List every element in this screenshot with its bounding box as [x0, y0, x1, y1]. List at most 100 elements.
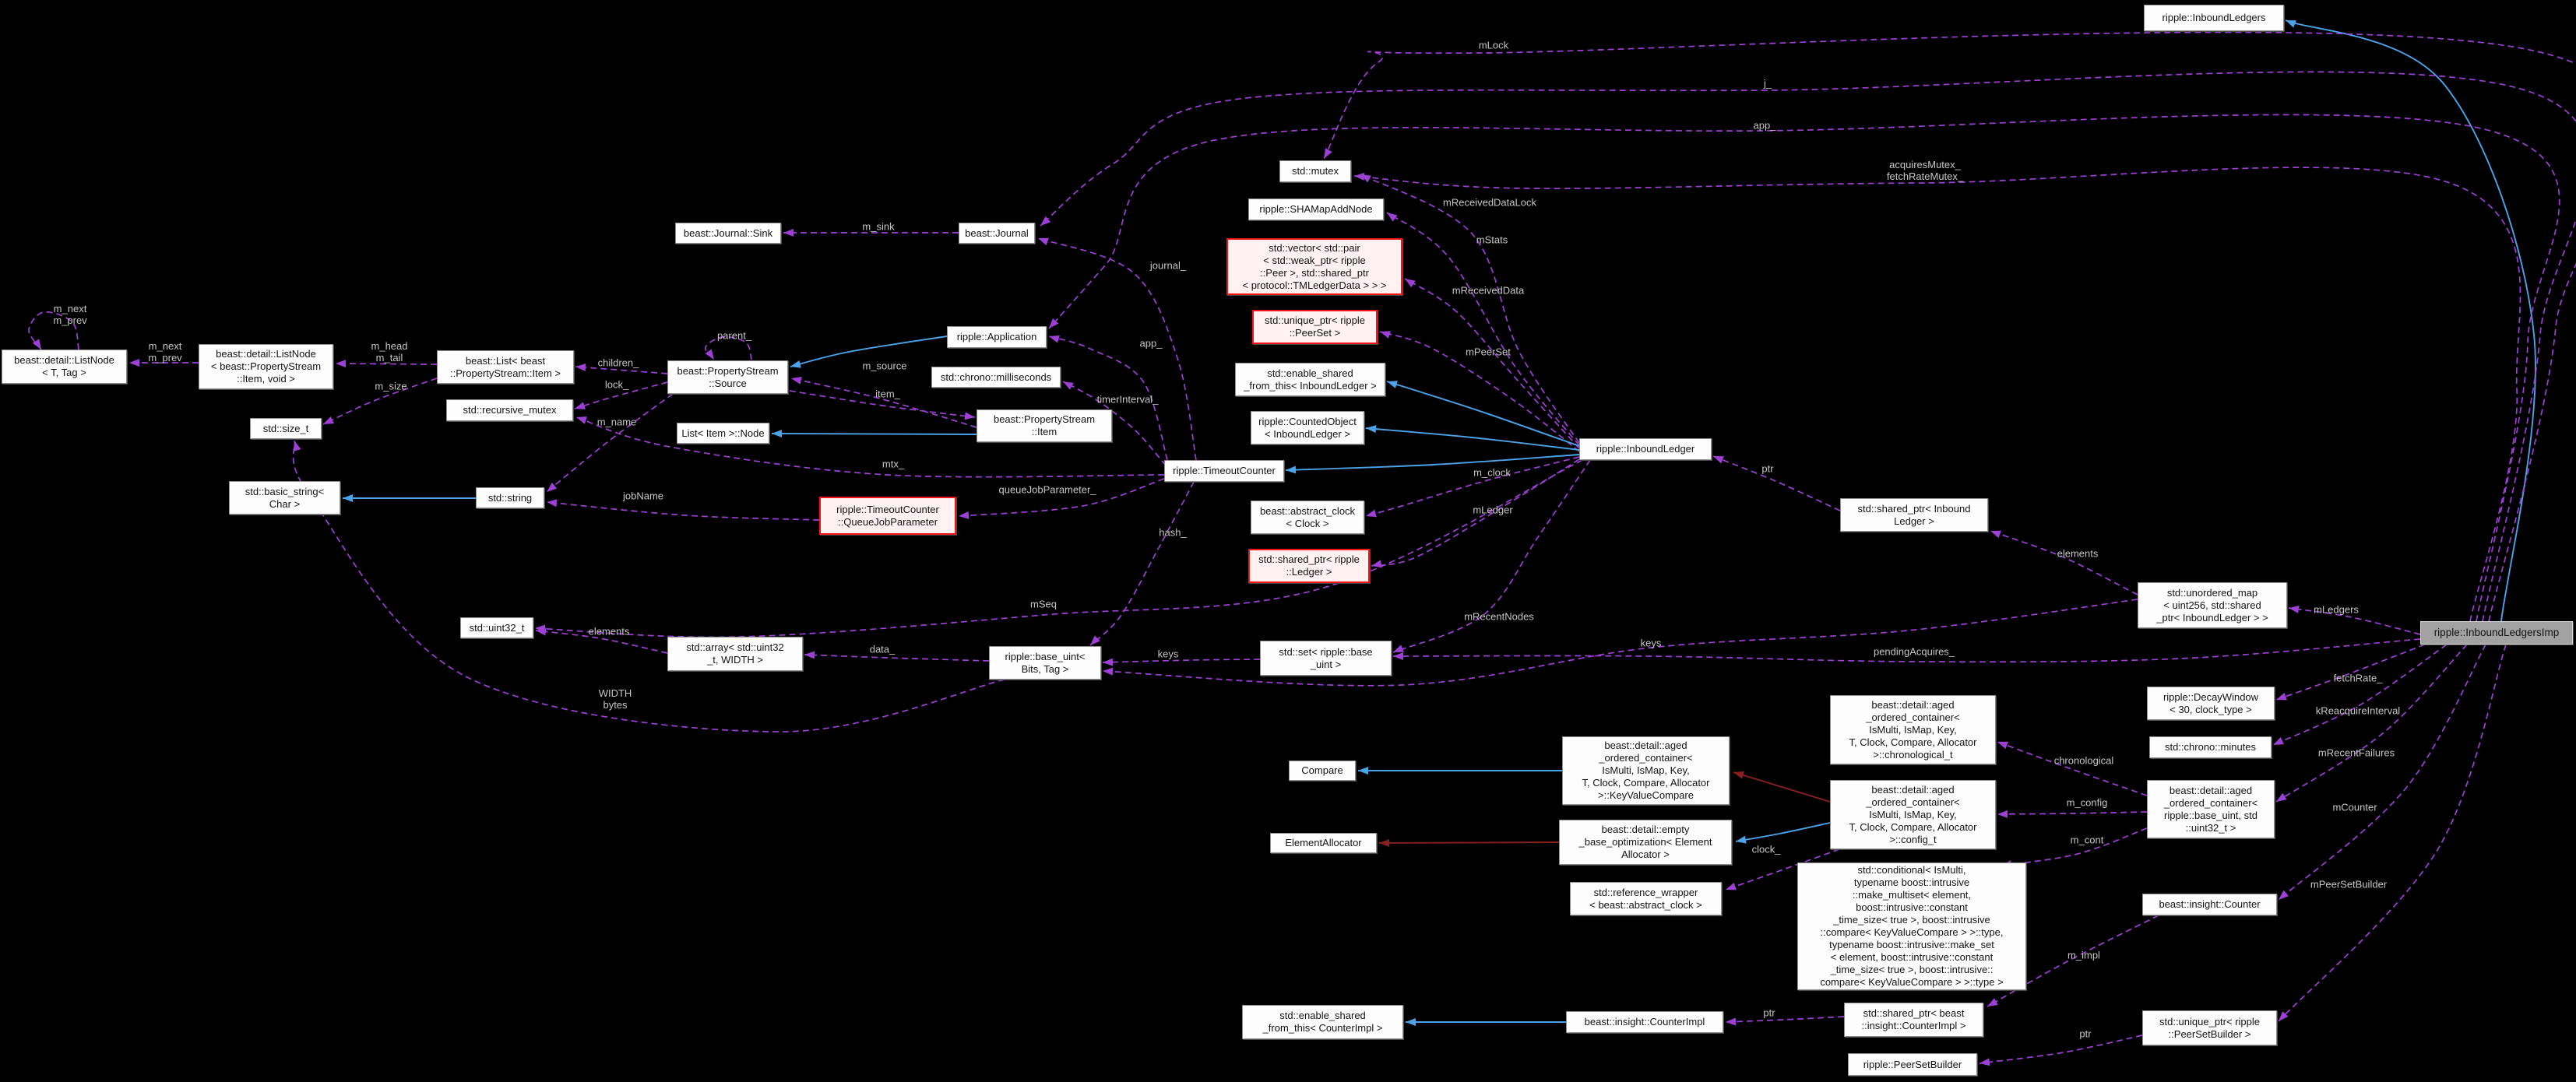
- class-node-string[interactable]: std::string: [476, 487, 544, 508]
- edge-arrowhead-keys-map: [1103, 667, 1114, 676]
- class-node-timeoutcounter-queuejobparameter[interactable]: ripple::TimeoutCounter ::QueueJobParamet…: [819, 497, 956, 535]
- edge-clock: [1725, 848, 1840, 891]
- class-node-decay-window[interactable]: ripple::DecayWindow < 30, clock_type >: [2147, 687, 2275, 720]
- class-node-inbound-ledger[interactable]: ripple::InboundLedger: [1579, 438, 1712, 460]
- class-node-timeout-counter[interactable]: ripple::TimeoutCounter: [1164, 460, 1284, 482]
- class-node-size-t[interactable]: std::size_t: [250, 418, 322, 439]
- class-node-uint32-t[interactable]: std::uint32_t: [460, 617, 533, 638]
- edge-mreceiveddata: [1404, 278, 1580, 449]
- class-node-recursive-mutex[interactable]: std::recursive_mutex: [446, 399, 573, 421]
- class-node-shared-ptr-counterimpl[interactable]: std::shared_ptr< beast ::insight::Counte…: [1844, 1003, 1983, 1037]
- edge-arrowhead-ebo-inherits-elementallocator: [1379, 838, 1390, 847]
- edge-label-jobname: jobName: [622, 490, 664, 502]
- edge-timerinterval: [1062, 381, 1167, 466]
- class-node-chrono-milliseconds[interactable]: std::chrono::milliseconds: [931, 367, 1061, 388]
- edge-label-m-next-m-prev: m_next m_prev: [148, 340, 182, 364]
- edge-label-m-impl: m_impl: [2067, 949, 2100, 961]
- class-node-basic-string-char[interactable]: std::basic_string< Char >: [229, 481, 340, 515]
- edge-arrowhead-acquiresmutex-fetchratemutex: [1354, 172, 1365, 181]
- edge-arrowhead-j: [1040, 216, 1051, 226]
- class-node-empty-base-optimization[interactable]: beast::detail::empty _base_optimization<…: [1559, 820, 1732, 865]
- edge-mpeersetbuilder: [2278, 644, 2507, 1022]
- edge-inboundledger-inherits-enableshared: [1386, 381, 1580, 447]
- edge-elements-map: [1990, 530, 2138, 595]
- class-node-enable-shared-from-this-inboundledger[interactable]: std::enable_shared _from_this< InboundLe…: [1235, 363, 1385, 396]
- class-node-journal[interactable]: beast::Journal: [959, 223, 1035, 244]
- class-node-propertystream-item[interactable]: beast::PropertyStream ::Item: [977, 409, 1112, 442]
- edge-arrowhead-keys-set: [1103, 658, 1114, 666]
- edge-chronological: [1997, 741, 2148, 796]
- edge-arrowhead-queuejobparameter: [959, 511, 970, 519]
- edge-label-kreacquireinterval: kReacquireInterval: [2315, 704, 2401, 717]
- edge-label-mpeersetbuilder: mPeerSetBuilder: [2310, 878, 2388, 891]
- class-node-shared-ptr-inboundledger[interactable]: std::shared_ptr< Inbound Ledger >: [1840, 498, 1988, 532]
- edge-label-m-cont: m_cont: [2070, 834, 2104, 846]
- edge-label-m-clock: m_clock: [1473, 466, 1511, 479]
- edge-arrowhead-m-head-m-tail: [336, 360, 347, 368]
- class-node-conditional[interactable]: std::conditional< IsMulti, typename boos…: [1797, 862, 2026, 990]
- edge-ptr-counterimpl: [1725, 1016, 1845, 1023]
- class-node-aged-chronological-t[interactable]: beast::detail::aged _ordered_container< …: [1830, 695, 1996, 764]
- edge-kreacquireinterval: [2272, 644, 2448, 746]
- edge-label-m-head-m-tail: m_head m_tail: [371, 340, 408, 364]
- edge-mreceiveddatalock: [1360, 174, 1580, 444]
- class-node-array-uint32[interactable]: std::array< std::uint32 _t, WIDTH >: [667, 637, 803, 671]
- edge-label-pendingacquires: pendingAcquires_: [1873, 645, 1955, 658]
- edge-arrowhead-application-inherits-source: [790, 360, 801, 368]
- class-node-shamapaddnode[interactable]: ripple::SHAMapAddNode: [1248, 198, 1384, 220]
- class-node-reference-wrapper[interactable]: std::reference_wrapper < beast::abstract…: [1570, 882, 1722, 915]
- edge-j: [1040, 71, 2576, 622]
- class-node-propertystream-source[interactable]: beast::PropertyStream ::Source: [667, 360, 788, 394]
- edge-acquiresmutex-fetchratemutex: [1353, 167, 2521, 622]
- class-node-list-item-node[interactable]: List< Item >::Node: [677, 423, 769, 444]
- class-node-set-base-uint[interactable]: std::set< ripple::base _uint >: [1260, 641, 1392, 676]
- class-node-enable-shared-from-this-counterimpl[interactable]: std::enable_shared _from_this< CounterIm…: [1242, 1005, 1403, 1039]
- edge-arrowhead-hash: [1090, 635, 1100, 645]
- edge-label-mtx: mtx_: [882, 458, 905, 470]
- class-node-insight-counterimpl[interactable]: beast::insight::CounterImpl: [1566, 1011, 1723, 1033]
- class-node-peerset-builder[interactable]: ripple::PeerSetBuilder: [1848, 1053, 1977, 1076]
- class-node-listnode-propertystream-item[interactable]: beast::detail::ListNode < beast::Propert…: [199, 344, 333, 389]
- class-node-compare[interactable]: Compare: [1289, 761, 1356, 781]
- class-node-aged-config-t[interactable]: beast::detail::aged _ordered_container< …: [1830, 780, 1996, 849]
- edge-children: [575, 366, 668, 374]
- edge-label-elements-map: elements: [2057, 547, 2099, 560]
- class-node-listnode-t-tag[interactable]: beast::detail::ListNode < T, Tag >: [2, 350, 127, 384]
- edge-arrowhead-inboundledger-inherits-countedobject: [1366, 425, 1377, 434]
- edge-arrowhead-inboundledger-inherits-timeoutcounter: [1286, 465, 1297, 474]
- class-node-mutex[interactable]: std::mutex: [1279, 160, 1351, 182]
- edge-label-journal: journal_: [1149, 259, 1187, 272]
- class-node-aged-ordered-container-base-uint[interactable]: beast::detail::aged _ordered_container< …: [2147, 780, 2275, 838]
- class-node-vector-pair-weakptr[interactable]: std::vector< std::pair < std::weak_ptr< …: [1226, 238, 1402, 295]
- edge-label-item: item_: [875, 388, 900, 400]
- edge-label-ptr-counterimpl: ptr: [1763, 1006, 1775, 1019]
- class-node-aged-keyvaluecompare[interactable]: beast::detail::aged _ordered_container< …: [1562, 736, 1730, 805]
- class-node-element-allocator[interactable]: ElementAllocator: [1270, 833, 1377, 853]
- class-node-unique-ptr-peerset[interactable]: std::unique_ptr< ripple ::PeerSet >: [1252, 310, 1378, 344]
- class-node-unique-ptr-peersetbuilder[interactable]: std::unique_ptr< ripple ::PeerSetBuilder…: [2142, 1010, 2277, 1045]
- class-node-base-uint[interactable]: ripple::base_uint< Bits, Tag >: [989, 646, 1101, 680]
- edge-ebo-inherits-elementallocator: [1378, 841, 1560, 844]
- edge-arrowhead-ptr-counterimpl: [1726, 1017, 1737, 1026]
- edge-arrowhead-ptr-inboundledger: [1713, 456, 1724, 464]
- edge-mcounter: [2278, 644, 2486, 901]
- class-node-list-propertystream-item[interactable]: beast::List< beast ::PropertyStream::Ite…: [437, 350, 574, 384]
- edge-arrowhead-mcounter: [2279, 890, 2289, 900]
- edge-arrowhead-elements-map: [1990, 530, 2001, 539]
- class-node-countedobject-inboundledger[interactable]: ripple::CountedObject < InboundLedger >: [1251, 411, 1364, 444]
- edge-arrowhead-journal: [1038, 237, 1049, 246]
- class-node-journal-sink[interactable]: beast::Journal::Sink: [675, 223, 781, 244]
- class-node-shared-ptr-ledger[interactable]: std::shared_ptr< ripple ::Ledger >: [1248, 549, 1370, 583]
- class-node-application[interactable]: ripple::Application: [947, 326, 1047, 348]
- edge-label-app-timeoutcounter: app_: [1139, 337, 1163, 350]
- class-node-chrono-minutes[interactable]: std::chrono::minutes: [2149, 736, 2272, 758]
- edge-arrowhead-elements-array: [536, 627, 547, 636]
- edge-label-mreceiveddatalock: mReceivedDataLock: [1443, 196, 1536, 209]
- class-node-unordered-map[interactable]: std::unordered_map < uint256, std::share…: [2138, 582, 2287, 628]
- edge-label-children: children_: [597, 357, 639, 369]
- class-node-insight-counter[interactable]: beast::insight::Counter: [2142, 894, 2277, 915]
- edge-label-m-size: m_size: [375, 380, 407, 392]
- class-node-abstract-clock[interactable]: beast::abstract_clock < Clock >: [1251, 501, 1364, 534]
- class-node-inbound-ledgers[interactable]: ripple::InboundLedgers: [2144, 5, 2284, 31]
- edge-arrowhead-mrecentnodes: [1393, 645, 1404, 652]
